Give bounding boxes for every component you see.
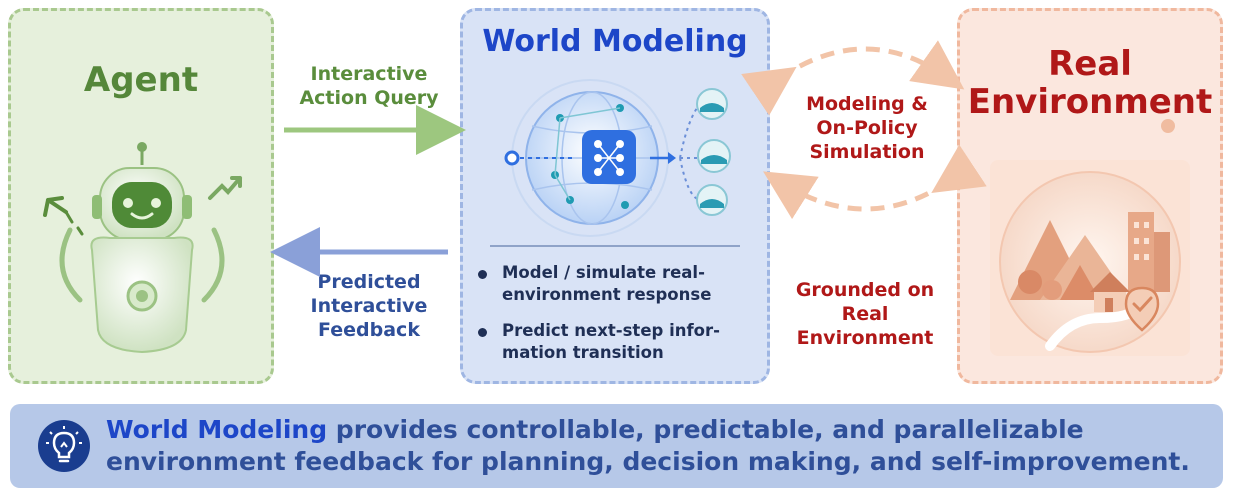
summary-body: provides controllable, predictable, and … (106, 415, 1190, 476)
real-environment-title: Real Environment (967, 44, 1213, 122)
summary-banner: World Modeling provides controllable, pr… (10, 404, 1223, 488)
summary-text: World Modeling provides controllable, pr… (106, 414, 1206, 478)
bullet-text: Model / simulate real- environment respo… (502, 263, 712, 304)
predicted-feedback-label: Predicted Interactive Feedback (310, 271, 428, 341)
modeling-arc-bottom (763, 144, 987, 220)
action-query-label: Interactive Action Query (299, 63, 439, 109)
location-check-icon (1124, 286, 1160, 332)
world-modeling-divider (490, 245, 740, 247)
globe-network-icon (504, 79, 731, 237)
landscape-icon (990, 119, 1190, 356)
world-modeling-title: World Modeling (482, 24, 748, 59)
bullet-dot (478, 270, 487, 279)
agent-title: Agent (83, 60, 199, 100)
bullet-text: Predict next-step infor- mation transiti… (502, 321, 720, 362)
modeling-arc-top (741, 40, 965, 116)
world-modeling-bullet: Predict next-step infor- mation transiti… (478, 320, 763, 364)
robot-icon (43, 142, 242, 354)
grounded-label: Grounded on Real Environment (795, 279, 935, 349)
world-modeling-bullet: Model / simulate real- environment respo… (478, 262, 763, 306)
lightbulb-icon (38, 420, 90, 472)
bullet-dot (478, 328, 487, 337)
summary-highlight: World Modeling (106, 415, 328, 444)
